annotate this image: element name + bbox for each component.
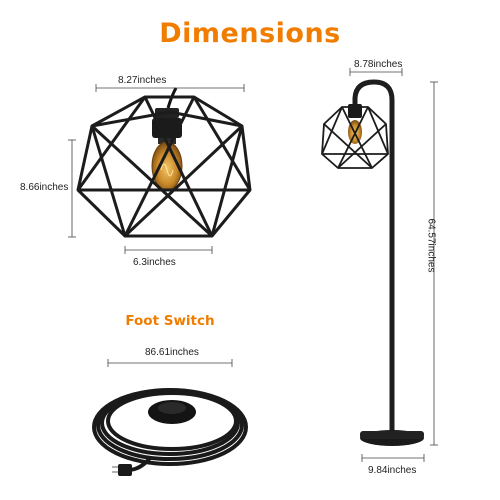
pendant-dimension-lines — [68, 84, 245, 254]
foot-switch-cord-illustration — [92, 359, 248, 476]
lamp-height-label: 64.57inches — [425, 218, 437, 273]
cord-length-label: 86.61inches — [145, 347, 199, 358]
lamp-reach-label: 8.78inches — [354, 59, 403, 70]
page-title: Dimensions — [159, 18, 341, 49]
shade-height-label: 8.66inches — [20, 182, 69, 193]
lamp-base-label: 9.84inches — [368, 465, 417, 476]
shade-bottom-label: 6.3inches — [133, 257, 176, 268]
shade-width-label: 8.27inches — [118, 75, 167, 86]
foot-switch-title: Foot Switch — [125, 313, 215, 329]
floor-lamp-illustration — [321, 79, 424, 446]
lamp-dimension-lines — [349, 68, 438, 462]
pendant-cage-illustration — [76, 87, 252, 238]
